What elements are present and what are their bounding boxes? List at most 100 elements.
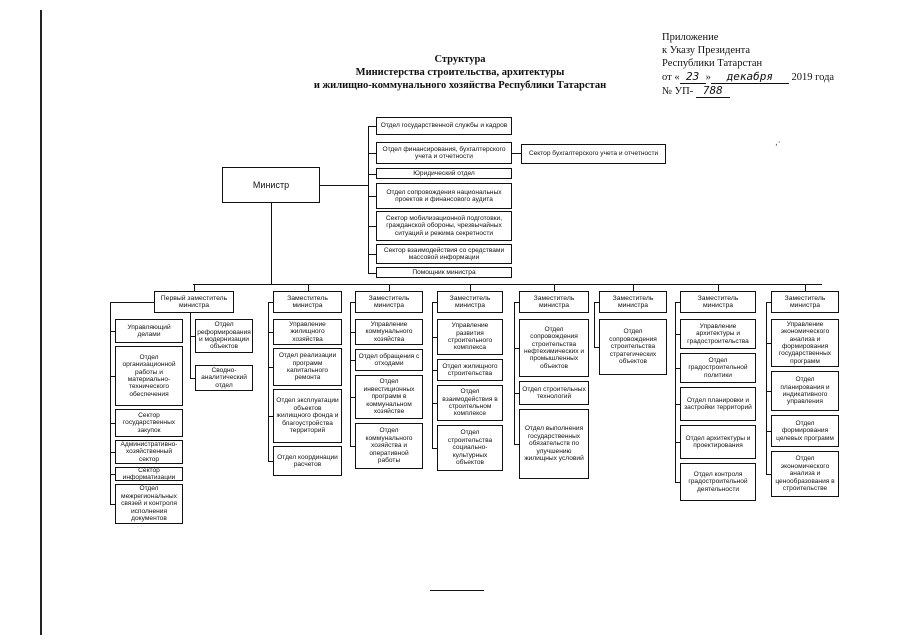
deputies-bus: [193, 284, 822, 285]
deputy-8-bus: [766, 302, 767, 474]
deputy-7-unit-5: Отдел контроля градостроительной деятель…: [680, 463, 756, 501]
number-prefix: № УП-: [662, 86, 694, 97]
direct-unit-link-1: [368, 126, 376, 127]
deputy-1-unit-5: Сектор информатизации: [115, 467, 183, 481]
deputy-3-unit-link-3: [350, 397, 355, 398]
deputy-1-unit-link-6: [110, 504, 115, 505]
deputy-4-unit-4: Отдел строительства социально-культурных…: [437, 425, 503, 471]
deputy-1-unit-link-1: [110, 331, 115, 332]
deputy-drop-7: [718, 284, 719, 291]
deputy-1-unit-link-5: [110, 474, 115, 475]
deputy-7-unit-link-2: [675, 368, 680, 369]
deputy-head-4: Заместитель министра: [437, 291, 503, 313]
deputy-3-unit-2: Отдел обращения с отходами: [355, 349, 423, 371]
deputy-5-unit-1: Отдел сопровождения строительства нефтех…: [519, 319, 589, 377]
approval-number: № УП- 788: [662, 84, 882, 98]
deputy-5-unit-link-1: [514, 348, 519, 349]
deputy-4-bus: [432, 302, 433, 448]
deputy-7-unit-link-4: [675, 442, 680, 443]
direct-units-bus: [368, 126, 369, 273]
deputy-4-unit-2: Отдел жилищного строительства: [437, 359, 503, 381]
deputy-7-head-link: [675, 302, 680, 303]
direct-unit-3: Юридический отдел: [376, 168, 512, 179]
deputy-6-head-link: [594, 302, 599, 303]
title-line-2: Министерства строительства, архитектуры: [355, 67, 565, 78]
deputy-4-unit-1: Управление развития строительного компле…: [437, 319, 503, 355]
deputy-2-unit-4: Отдел координации расчетов: [273, 446, 342, 476]
deputy-6-bus: [594, 302, 595, 347]
deputy-8-unit-3: Отдел формирования целевых программ: [771, 415, 839, 447]
finance-sector-box: Сектор бухгалтерского учета и отчетности: [521, 144, 666, 164]
deputy-2-head-link: [268, 302, 273, 303]
approval-line-3: Республики Татарстан: [662, 58, 763, 69]
direct-unit-link-3: [368, 173, 376, 175]
deputy-4-unit-link-4: [432, 448, 437, 449]
deputy-2-unit-3: Отдел эксплуатации объектов жилищного фо…: [273, 389, 342, 443]
deputy-3-unit-link-1: [350, 332, 355, 333]
deputy-8-unit-link-1: [766, 343, 771, 344]
deputy-drop-4: [470, 284, 471, 291]
deputy-8-unit-link-4: [766, 474, 771, 475]
deputy-5-unit-2: Отдел строительных технологий: [519, 381, 589, 405]
direct-unit-link-2: [368, 153, 376, 154]
deputy-1-unit-2: Отдел организационной работы и материаль…: [115, 346, 183, 406]
deputy-2-unit-2: Отдел реализации программ капитального р…: [273, 348, 342, 386]
deputy-drop-6: [633, 284, 634, 291]
deputy-3-unit-4: Отдел коммунального хозяйства и оператив…: [355, 423, 423, 469]
deputy-7-unit-2: Отдел градостроительной политики: [680, 353, 756, 383]
deputy-head-1: Первый заместитель министра: [154, 291, 234, 313]
deputy-8-unit-4: Отдел экономического анализа и ценообраз…: [771, 451, 839, 497]
approval-date: от «23»декабря 2019 года: [662, 70, 882, 84]
deputy-3-unit-3: Отдел инвестиционных программ в коммунал…: [355, 375, 423, 419]
approval-line-1: Приложение: [662, 32, 719, 43]
direct-unit-4: Отдел сопровождения национальных проекто…: [376, 183, 512, 209]
direct-unit-6: Сектор взаимодействия со средствами масс…: [376, 244, 512, 264]
deputy-2-unit-link-1: [268, 332, 273, 333]
date-year: 2019 года: [791, 72, 835, 83]
deputy-5-unit-3: Отдел выполнения государственных обязате…: [519, 409, 589, 479]
minister-box: Министр: [222, 167, 320, 203]
approval-block: Приложение к Указу Президента Республики…: [662, 31, 882, 98]
margin-mark: ,·: [775, 138, 781, 148]
deputy-2-unit-1: Управление жилищного хозяйства: [273, 319, 342, 345]
page-edge: [40, 10, 42, 635]
deputy-5-bus: [514, 302, 515, 444]
deputy-drop-8: [805, 284, 806, 291]
deputy-3-bus: [350, 302, 351, 446]
deputy-8-unit-link-3: [766, 431, 771, 432]
deputy-5-unit-link-2: [514, 393, 519, 394]
deputy-1-unit-1: Управляющий делами: [115, 319, 183, 343]
deputy-4-head-link: [432, 302, 437, 303]
number-value: 788: [695, 84, 730, 98]
deputy-drop-2: [307, 284, 309, 291]
deputy-1-extra-unit-1: Отдел реформирования и модернизации объе…: [195, 319, 253, 353]
direct-unit-5: Сектор мобилизационной подготовки, гражд…: [376, 211, 512, 241]
deputy-1-unit-link-4: [110, 452, 115, 453]
date-day: 23: [679, 70, 706, 84]
direct-unit-2: Отдел финансирования, бухгалтерского уче…: [376, 142, 512, 164]
deputy-1-unit-6: Отдел межрегиональных связей и контроля …: [115, 484, 183, 524]
direct-unit-1: Отдел государственной службы и кадров: [376, 117, 512, 135]
deputy-1-unit-link-2: [110, 376, 115, 377]
deputy-1-extra-bus: [190, 313, 191, 378]
document-title: Структура Министерства строительства, ар…: [290, 53, 630, 92]
deputy-8-head-link: [766, 302, 771, 303]
deputy-head-8: Заместитель министра: [771, 291, 839, 313]
deputy-2-bus: [268, 302, 269, 461]
date-month: декабря: [710, 70, 789, 84]
deputy-7-unit-link-1: [675, 334, 680, 335]
finance-sector-link: [512, 153, 521, 154]
deputy-head-7: Заместитель министра: [680, 291, 756, 313]
deputy-4-unit-3: Отдел взаимодействия в строительном комп…: [437, 385, 503, 421]
deputy-7-unit-4: Отдел архитектуры и проектирования: [680, 425, 756, 459]
deputy-3-head-link: [350, 302, 355, 303]
deputy-4-unit-link-2: [432, 370, 437, 371]
deputy-1-extra-unit-2: Сводно-аналитический отдел: [195, 365, 253, 391]
deputy-1-unit-4: Административно-хозяйственный сектор: [115, 440, 183, 464]
date-prefix: от «: [662, 72, 680, 83]
deputy-1-bus: [110, 302, 111, 504]
deputy-drop-5: [554, 284, 555, 291]
approval-line-2: к Указу Президента: [662, 45, 751, 56]
deputy-head-3: Заместитель министра: [355, 291, 423, 313]
footer-rule: [430, 590, 484, 591]
